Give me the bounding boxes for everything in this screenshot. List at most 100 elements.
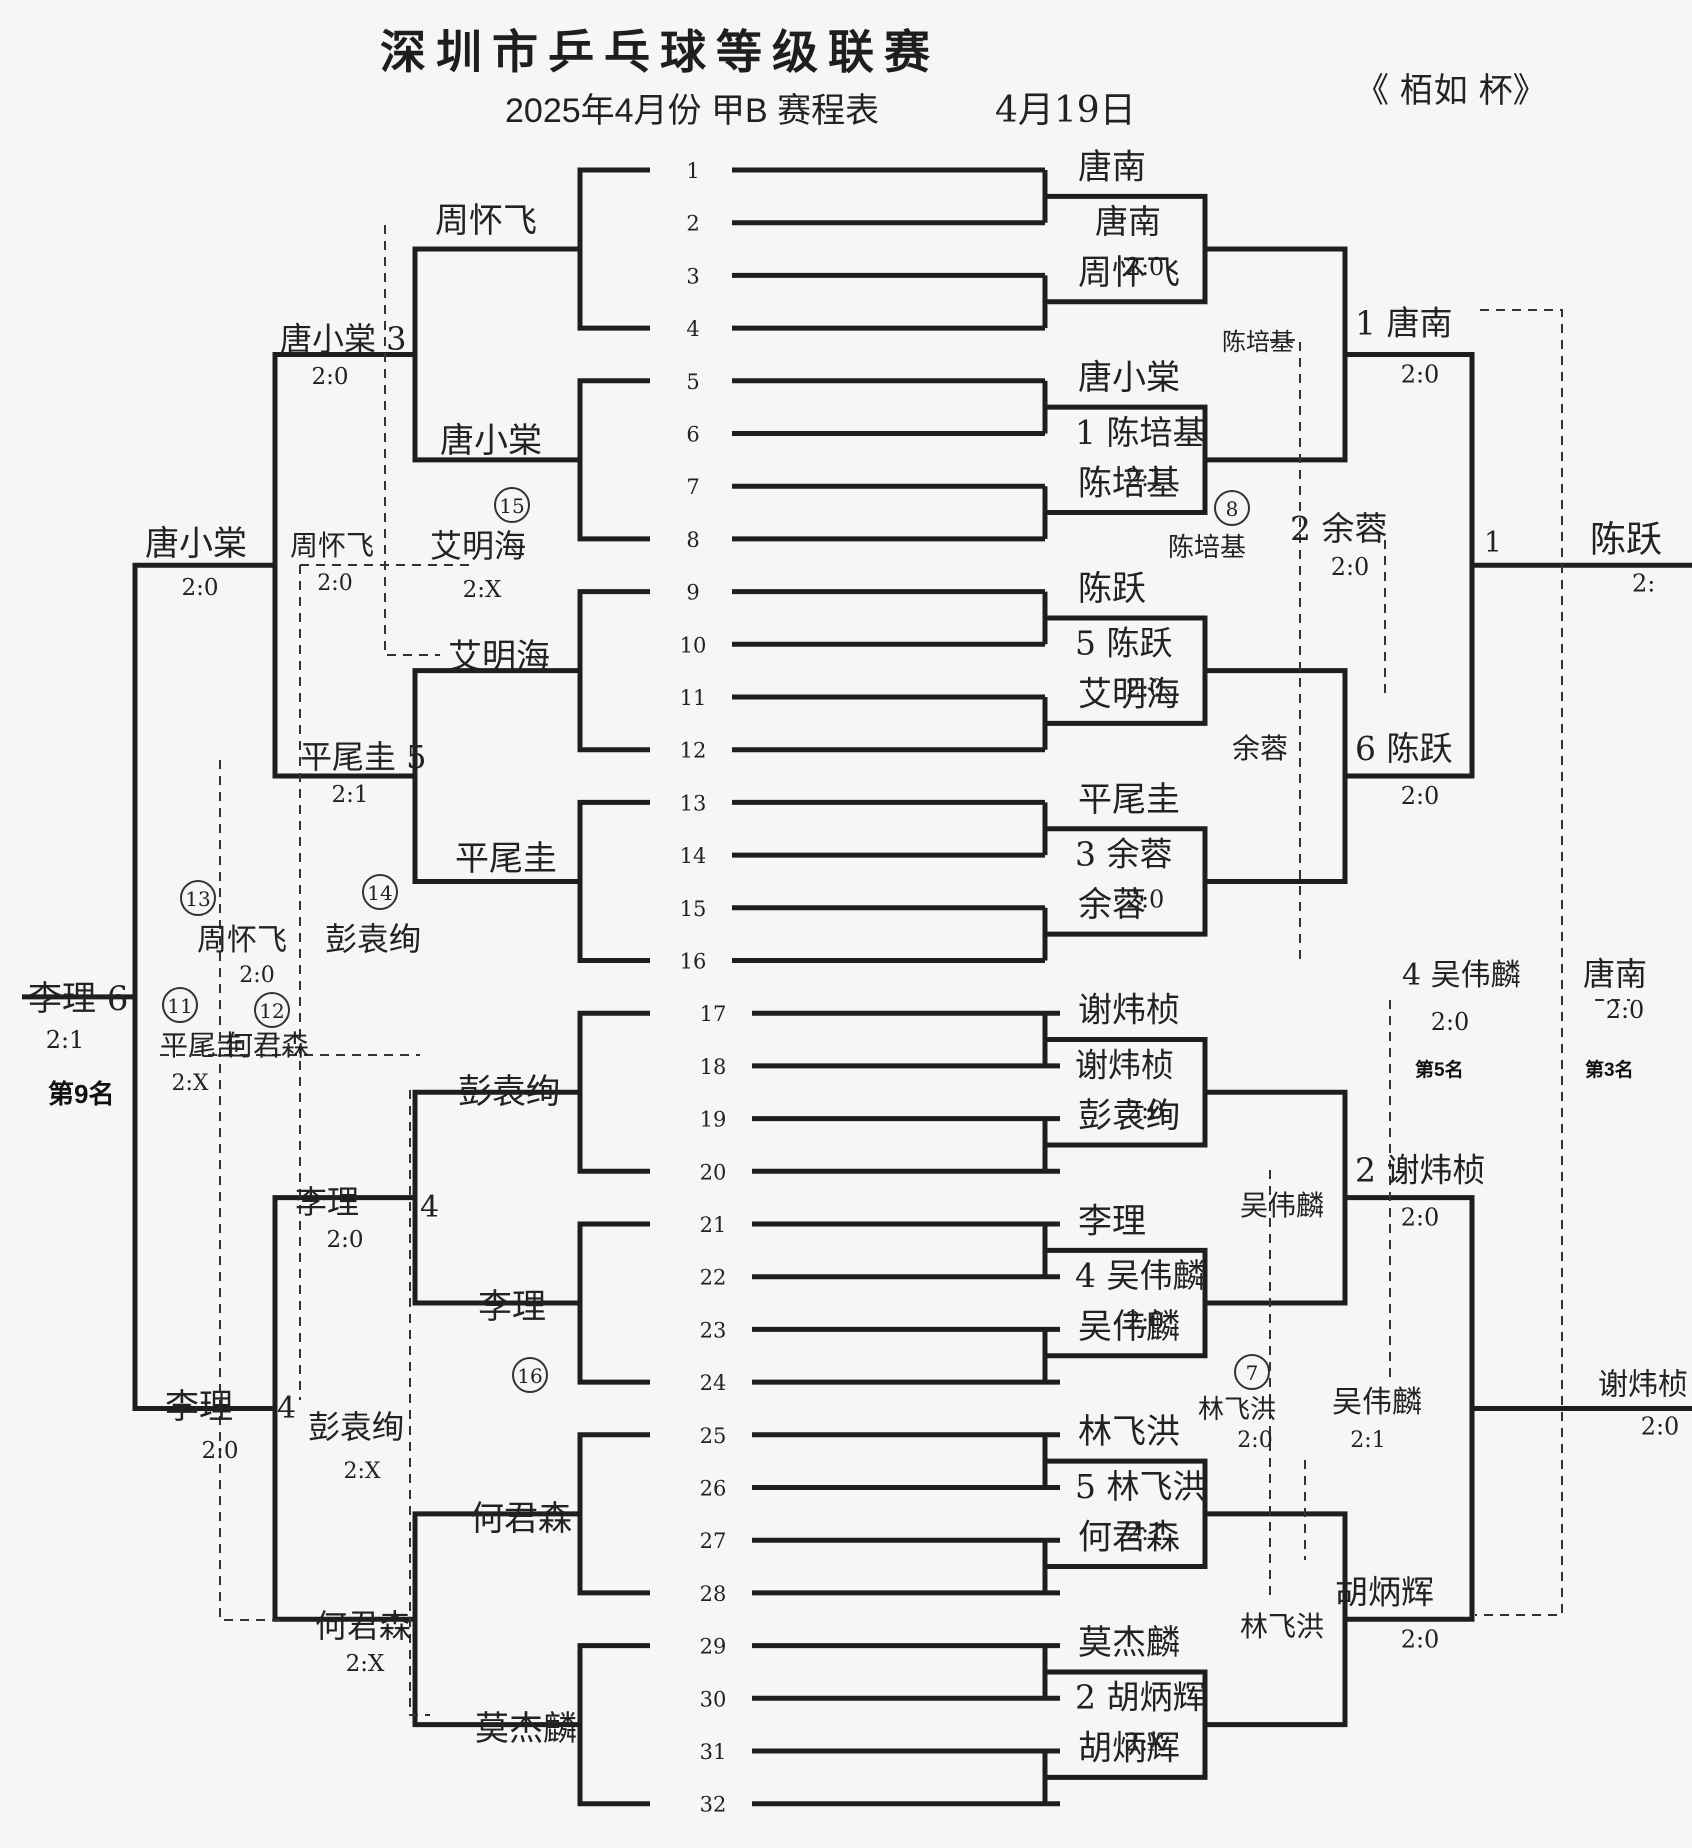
left-consolation-results: 15艾明海2:X周怀飞2:013周怀飞2:014彭袁绚11平尾圭2:X12何君森… (160, 487, 548, 1484)
slot-number: 26 (700, 1477, 727, 1501)
slot-number: 15 (680, 897, 707, 921)
left-cons-circle-ring (362, 874, 398, 910)
right-cons-circle-ring (1214, 490, 1250, 526)
right-final-seed: 1 (1484, 525, 1502, 558)
right-r2-name: 3 余蓉 (1075, 834, 1173, 873)
slot-number: 2 (686, 212, 699, 236)
left-cons-score: 2:0 (239, 963, 274, 988)
left-cons-score: 2:X (343, 1459, 380, 1484)
right-r1-name: 何君森 (1078, 1518, 1180, 1558)
left-r1-name: 艾明海 (448, 637, 550, 677)
slot-number: 31 (700, 1740, 727, 1764)
right-r1-name: 莫杰麟 (1078, 1623, 1180, 1663)
slot-number: 20 (700, 1160, 727, 1184)
right-cons-score: 2:0 (1431, 1008, 1470, 1036)
slot-number: 5 (686, 370, 699, 394)
right-r3-name: 6 陈跃 (1355, 729, 1453, 768)
right-r3-score: 2:0 (1401, 782, 1440, 810)
right-cons-score: 2:0 (1331, 553, 1370, 581)
slot-number: 13 (680, 791, 707, 815)
right-r1-name: 吴伟麟 (1078, 1307, 1180, 1347)
right-cons-circle: 8 (1226, 497, 1239, 521)
consolation-dashed-lines (160, 225, 1630, 1716)
left-cons-circle-ring (512, 1357, 548, 1393)
right-r3-score: 2:0 (1401, 1204, 1440, 1232)
right-r1-name: 艾明海 (1078, 674, 1180, 714)
cup-name: 《 栢如 杯》 (1355, 71, 1547, 111)
right-cons-name: 陈培基 (1222, 328, 1294, 356)
left-r2-tag: 4 (420, 1190, 439, 1225)
left-r1-name: 唐小棠 (440, 421, 542, 461)
right-r3-name: 胡炳辉 (1335, 1572, 1434, 1611)
left-cons-score: 2:0 (317, 571, 352, 596)
right-cons-name: 陈培基 (1168, 533, 1246, 563)
right-cons-score: 2:0 (1606, 996, 1645, 1024)
right-cons-name: 唐南 (1583, 955, 1647, 993)
right-final-bottom-name: 谢炜桢 (1598, 1367, 1688, 1402)
left-cons-circle: 14 (367, 881, 392, 905)
left-cons-circle: 11 (167, 994, 192, 1018)
right-final-top-score: 2: (1632, 569, 1655, 597)
right-cons-score: 2:1 (1350, 1428, 1385, 1453)
right-r3-score: 2:0 (1401, 1625, 1440, 1653)
slot-number: 7 (686, 475, 699, 499)
right-r1-name: 李理 (1078, 1201, 1146, 1241)
slot-number: 21 (700, 1213, 727, 1237)
left-cons-name: 彭袁绚 (325, 920, 421, 958)
third-place-label: 第3名 (1585, 1058, 1634, 1081)
fifth-place-label: 第5名 (1415, 1058, 1464, 1081)
right-r2-score: 2:0 (1126, 1096, 1165, 1124)
left-r2-score: 2:0 (326, 1227, 363, 1253)
consolation-dash (219, 760, 280, 1621)
left-cons-score: 2:X (171, 1071, 208, 1096)
left-cons-name: 平尾圭 (160, 1029, 244, 1062)
right-cons-name: 林飞洪 (1240, 1610, 1324, 1643)
right-r2-name: 唐南 (1095, 202, 1161, 241)
left-cons-circle: 15 (499, 494, 524, 518)
match-date: 4月19日 (995, 90, 1136, 131)
left-r2-score: 2:1 (331, 782, 368, 808)
slot-number: 16 (680, 950, 707, 974)
slot-number: 11 (680, 686, 707, 710)
right-final-bottom-score: 2:0 (1641, 1412, 1680, 1440)
left-r2-score: 2:X (346, 1651, 385, 1677)
right-r2-score: 2:1 (1126, 1518, 1165, 1546)
right-r2-name: 4 吴伟麟 (1075, 1256, 1206, 1295)
right-r1-name: 余蓉 (1078, 885, 1146, 925)
right-r2-name: 2 胡炳辉 (1075, 1678, 1206, 1717)
right-r1-name: 陈培基 (1078, 464, 1180, 504)
left-cons-score: 2:X (463, 577, 502, 603)
right-cons-name: 余蓉 (1232, 732, 1288, 765)
slot-number: 29 (700, 1635, 727, 1659)
right-r1-name: 周怀飞 (1078, 253, 1180, 293)
slot-number: 24 (700, 1371, 727, 1395)
right-r2-score: 2:0 (1126, 675, 1165, 703)
right-cons-score: 2:0 (1237, 1428, 1272, 1453)
left-r1-name: 何君森 (470, 1499, 572, 1539)
left-cons-circle-ring (254, 992, 290, 1028)
slot-number: 3 (686, 264, 699, 288)
right-cons-name: 吴伟麟 (1240, 1189, 1324, 1222)
right-r2-name: 5 林飞洪 (1075, 1467, 1206, 1506)
right-cons-name: 吴伟麟 (1332, 1385, 1422, 1420)
left-r2-name: 唐小棠 3 (280, 320, 407, 358)
right-r1-name: 胡炳辉 (1078, 1728, 1180, 1768)
right-r2-name: 谢炜桢 (1075, 1045, 1174, 1084)
left-cons-name: 何君森 (225, 1029, 309, 1062)
slot-number: 25 (700, 1424, 727, 1448)
ninth-place-label: 第9名 (48, 1079, 114, 1109)
left-final-score: 2:1 (46, 1026, 85, 1054)
slot-number: 23 (700, 1318, 727, 1342)
right-r3-score: 2:0 (1401, 360, 1440, 388)
right-r1-name: 彭袁绚 (1078, 1096, 1180, 1136)
right-r1-name: 谢炜桢 (1078, 991, 1180, 1031)
slot-number: 6 (686, 423, 699, 447)
right-r2-score: 2:0 (1126, 885, 1165, 913)
right-cons-circle: 7 (1246, 1361, 1259, 1385)
right-cons-name: 2 余蓉 (1290, 509, 1388, 548)
